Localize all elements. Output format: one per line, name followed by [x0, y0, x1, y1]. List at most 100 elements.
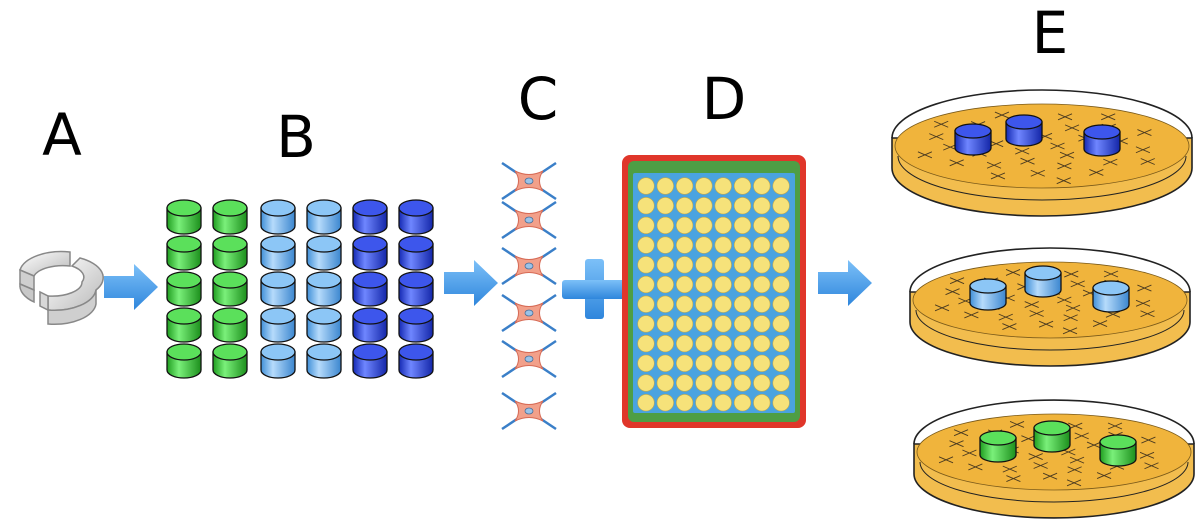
cell-mark: [1050, 142, 1065, 150]
plate-well: [675, 374, 694, 392]
plate-well: [733, 216, 752, 234]
cell-mark: [1002, 465, 1017, 473]
ring-icon: [19, 250, 104, 325]
plate-well: [772, 197, 790, 215]
plate-well: [695, 295, 713, 313]
label-c: C: [517, 65, 559, 133]
plate-well: [772, 295, 790, 313]
plate-well: [772, 216, 790, 234]
plate-well: [714, 354, 732, 372]
cell-mark: [1038, 320, 1054, 328]
cell-mark: [945, 288, 960, 296]
disc-light-blue: [306, 307, 342, 343]
disc-dark-blue: [352, 271, 388, 307]
plate-well: [656, 374, 674, 392]
disc-green: [166, 307, 202, 343]
plate-well: [695, 315, 713, 333]
disc-green: [212, 199, 248, 235]
dish-disc-green: [1099, 434, 1137, 467]
plate-well: [675, 354, 694, 372]
plate-well: [714, 394, 732, 412]
cell-column: [501, 161, 557, 431]
plate-well: [733, 177, 752, 195]
dish-disc-light-blue: [1024, 265, 1062, 298]
plate-well: [772, 394, 790, 412]
disc-dark-blue: [398, 343, 434, 379]
dish-disc-light-blue: [1092, 280, 1130, 313]
plate-well: [772, 236, 790, 254]
plate-well: [637, 275, 655, 294]
cell-mark: [1021, 435, 1036, 443]
plate-well: [637, 335, 655, 353]
plate-well: [772, 177, 790, 195]
disc-light-blue: [306, 271, 342, 307]
cell-mark: [1042, 472, 1058, 480]
cell-mark: [1069, 456, 1085, 464]
disc-dark-blue: [398, 199, 434, 235]
arrows: [104, 260, 872, 310]
dish-disc-light-blue: [969, 278, 1007, 311]
plate-well: [772, 335, 790, 353]
plate-well: [637, 295, 655, 313]
plate-well: [637, 394, 655, 412]
plate-well: [695, 394, 713, 412]
plate-well: [733, 197, 752, 215]
plate-well: [714, 177, 732, 195]
plate-well: [753, 295, 771, 313]
disc-green: [212, 307, 248, 343]
cell-mark: [1089, 169, 1104, 176]
cell-mark: [1140, 310, 1155, 318]
plate-well: [656, 394, 674, 412]
plate-well: [753, 275, 771, 294]
disc-dark-blue: [352, 307, 388, 343]
disc-green: [166, 343, 202, 379]
plate-well: [656, 256, 674, 274]
cell-mark: [1062, 327, 1078, 335]
plate-well: [733, 295, 752, 313]
cell-mark: [1137, 129, 1152, 136]
dish-disc-green: [979, 430, 1017, 463]
plate-well: [733, 335, 752, 353]
cell-mark: [1009, 421, 1025, 428]
plate-well: [733, 374, 752, 392]
plate-well: [753, 335, 771, 353]
cell-icon: [501, 391, 557, 431]
cell-mark: [1101, 113, 1116, 121]
petri-dish: [913, 399, 1195, 519]
plate-well: [753, 354, 771, 372]
plate-well: [656, 295, 674, 313]
dish-disc-dark-blue: [1005, 114, 1043, 147]
petri-dish: [891, 89, 1193, 217]
plate-well: [656, 216, 674, 234]
disc-green: [212, 271, 248, 307]
cell-mark: [1137, 284, 1152, 292]
cell-mark: [962, 449, 977, 457]
plate-well: [675, 315, 694, 333]
disc-light-blue: [306, 199, 342, 235]
cell-mark: [1141, 436, 1156, 444]
plate-well: [714, 275, 732, 294]
cell-mark: [1029, 310, 1044, 317]
plate-well: [637, 354, 655, 372]
cell-mark: [1107, 422, 1123, 430]
cell-mark: [994, 111, 1010, 119]
plate-well: [753, 236, 771, 254]
plate-well: [714, 256, 732, 274]
plate-well: [753, 177, 771, 195]
plate-well: [675, 295, 694, 313]
plate-well: [772, 354, 790, 372]
cell-mark: [990, 172, 1006, 180]
plate-well: [695, 256, 713, 274]
plate-well: [733, 236, 752, 254]
cell-mark: [1135, 146, 1151, 154]
plate-well: [656, 315, 674, 333]
cell-mark: [968, 463, 983, 471]
label-b: B: [276, 103, 316, 171]
disc-grid: [166, 199, 434, 379]
plate-well: [714, 295, 732, 313]
arrow-right-icon: [818, 260, 872, 306]
plate-well: [733, 354, 752, 372]
disc-light-blue: [260, 199, 296, 235]
disc-green: [212, 343, 248, 379]
